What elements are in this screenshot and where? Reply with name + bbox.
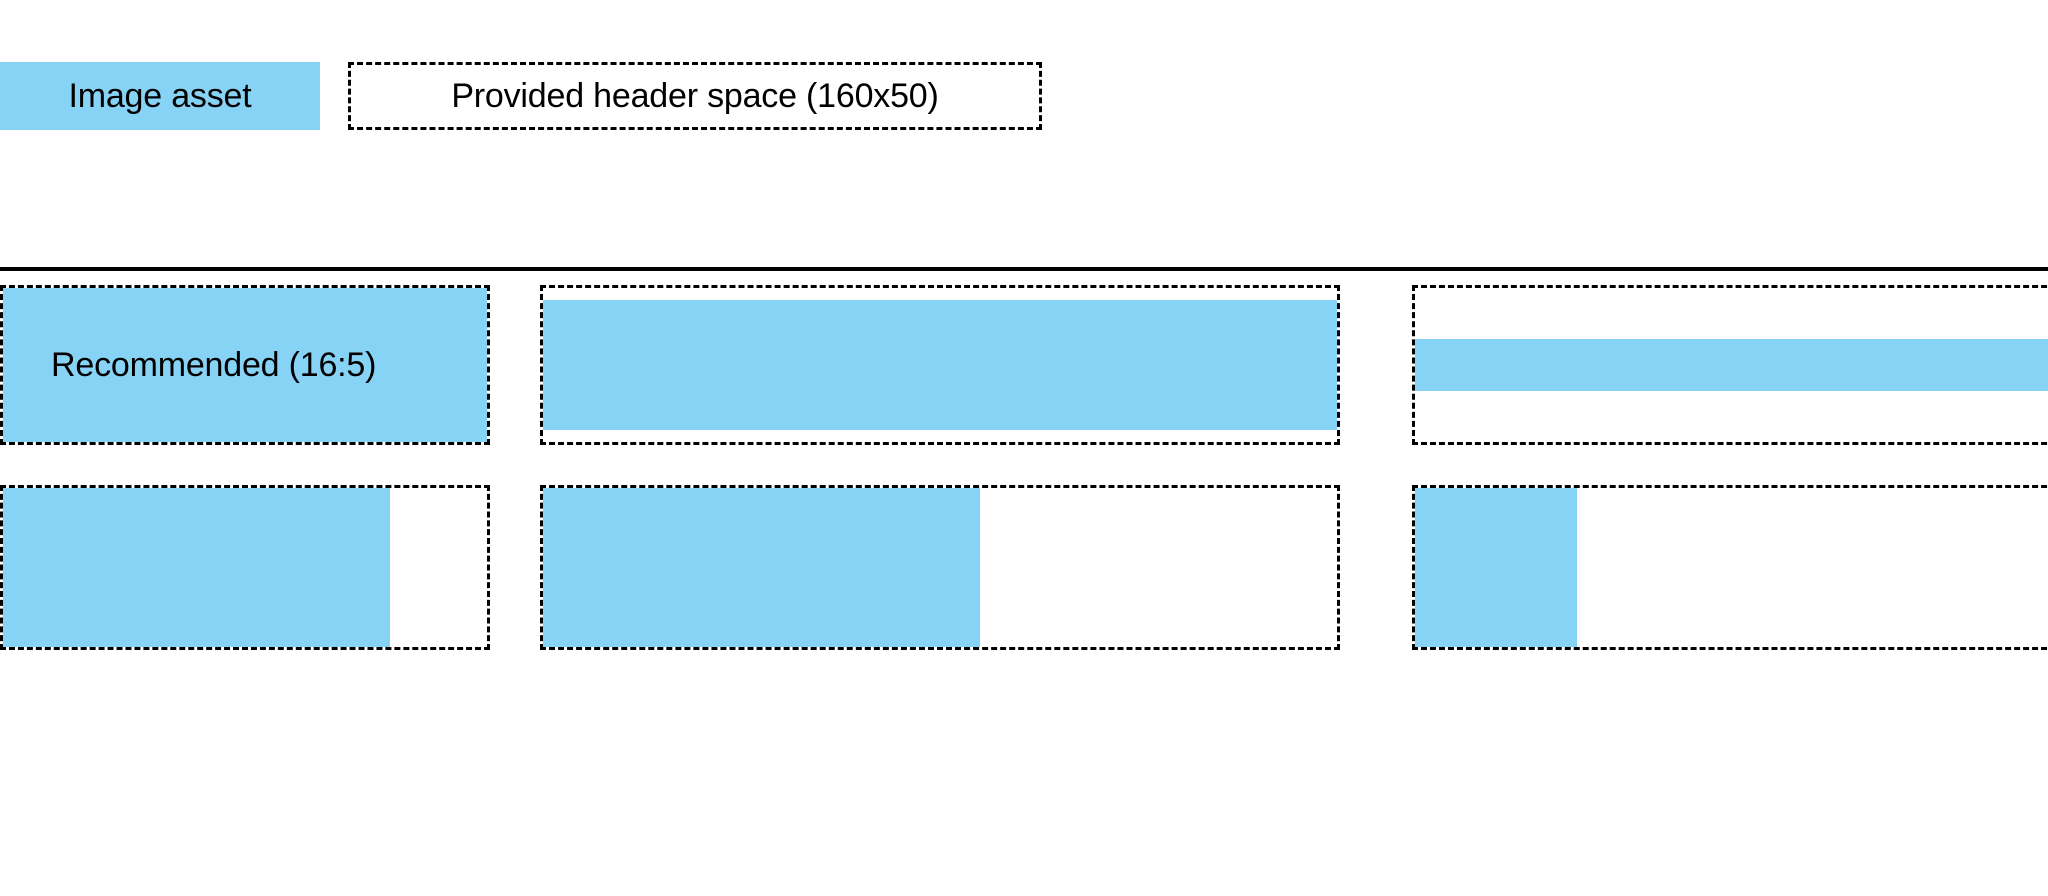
sample-fill-r0c1 [543,300,1337,430]
sample-slot-r1c1 [540,485,1340,650]
provided-header-space-box: Provided header space (160x50) [348,62,1042,130]
sample-slot-r1c2 [1412,485,2048,650]
image-asset-label: Image asset [68,77,252,115]
sample-slot-r0c0: Recommended (16:5) [0,285,490,445]
sample-fill-r0c2 [1415,338,2048,392]
image-asset-swatch: Image asset [0,62,320,130]
recommended-ratio-label: Recommended (16:5) [51,346,377,384]
sample-row-bottom [0,485,2048,650]
sample-fill-r1c1 [543,488,980,647]
header-band: Image asset Provided header space (160x5… [0,62,2048,130]
sample-slot-r1c0 [0,485,490,650]
sample-row-top: Recommended (16:5) [0,285,2048,445]
sample-slot-r0c1 [540,285,1340,445]
sample-slot-r0c2 [1412,285,2048,445]
sample-fill-r1c0 [3,488,391,647]
sample-fill-r0c0 [3,288,487,442]
sample-fill-r1c2 [1415,488,1577,647]
section-divider [0,267,2048,271]
provided-header-space-label: Provided header space (160x50) [451,77,939,115]
